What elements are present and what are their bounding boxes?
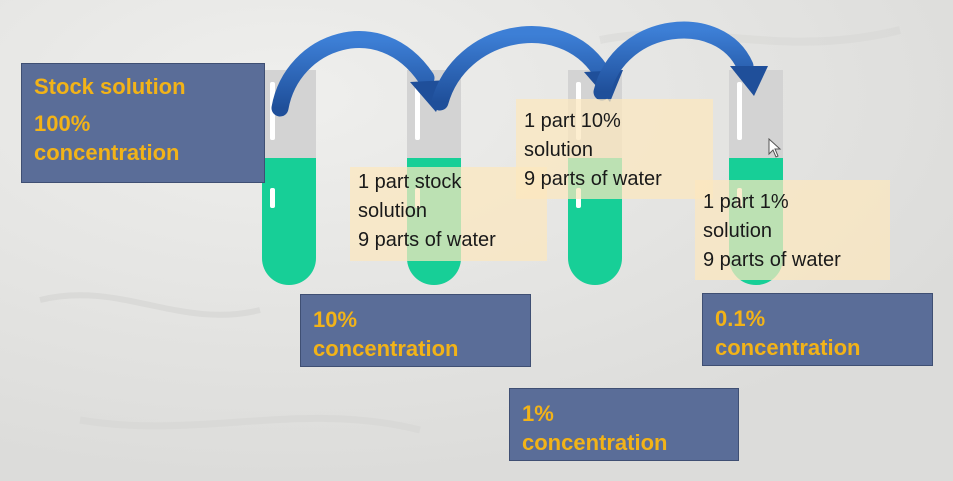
concentration-value: 0.1%: [715, 306, 766, 331]
step-line: 1 part stock: [358, 171, 462, 193]
stock-solution-box: Stock solution 100% concentration: [21, 63, 265, 183]
dilution-step-1-note: 1 part stock solution 9 parts of water: [350, 167, 547, 261]
concentration-10-box: 10% concentration: [300, 294, 531, 367]
cursor-icon: [768, 138, 782, 158]
step-line: 1 part 10%: [524, 110, 621, 132]
dilution-step-3-note: 1 part 1% solution 9 parts of water: [695, 180, 890, 280]
tube-liquid: [262, 158, 316, 285]
concentration-label: concentration: [522, 430, 668, 455]
stock-concentration-label: concentration: [34, 140, 180, 165]
concentration-label: concentration: [715, 335, 861, 360]
step-line: 9 parts of water: [524, 168, 662, 190]
step-line: solution: [358, 200, 427, 222]
stock-concentration-value: 100%: [34, 111, 91, 136]
concentration-label: concentration: [313, 336, 459, 361]
step-line: 9 parts of water: [358, 229, 496, 251]
concentration-value: 1%: [522, 401, 554, 426]
step-line: 9 parts of water: [703, 249, 841, 271]
stock-solution-title: Stock solution: [34, 74, 186, 99]
test-tube-stock: [262, 70, 316, 285]
concentration-1-box: 1% concentration: [509, 388, 739, 461]
step-line: 1 part 1%: [703, 191, 789, 213]
dilution-step-2-note: 1 part 10% solution 9 parts of water: [516, 99, 713, 199]
concentration-value: 10%: [313, 307, 358, 332]
step-line: solution: [703, 220, 772, 242]
step-line: solution: [524, 139, 593, 161]
concentration-0-1-box: 0.1% concentration: [702, 293, 933, 366]
